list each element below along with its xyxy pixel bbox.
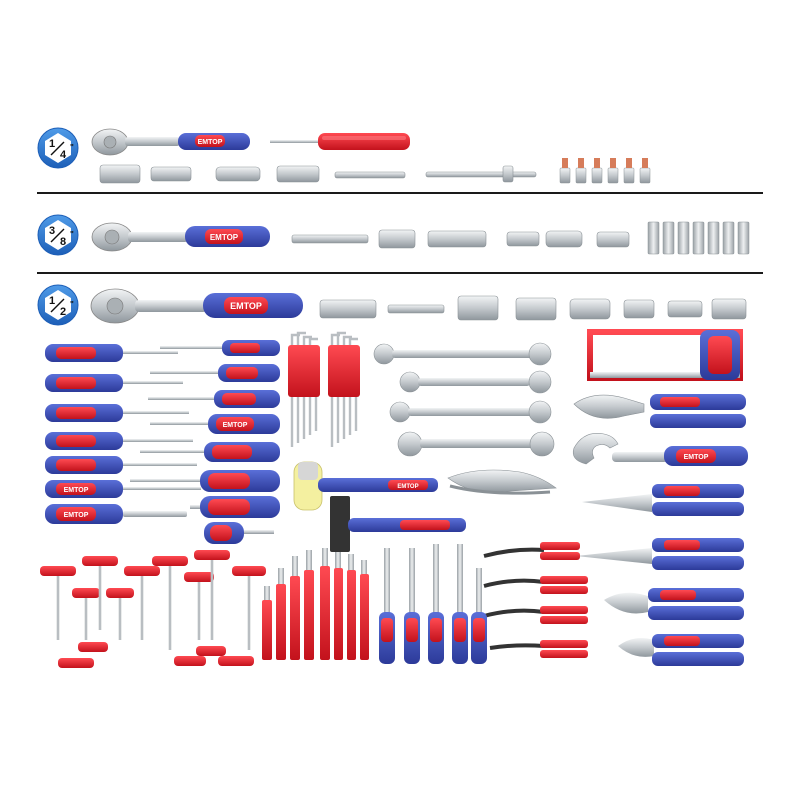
brand-mark: EMTOP	[230, 301, 262, 311]
badge-numerator: 3	[49, 225, 55, 237]
screwdriver-item: EMTOP	[150, 414, 280, 434]
badge-numerator: 1	[49, 295, 55, 307]
brand-mark: EMTOP	[684, 454, 709, 461]
circlip-pliers-item	[483, 542, 580, 560]
brand-mark: EMTOP	[223, 422, 248, 429]
bit-holders-quarter	[559, 158, 651, 184]
brand-mark: EMTOP	[210, 233, 239, 242]
file-item	[471, 568, 487, 664]
circlip-pliers-item	[483, 606, 588, 624]
badge-denominator: 4	[60, 149, 67, 161]
badge-denominator: 2	[60, 306, 66, 318]
file-item	[379, 548, 395, 664]
stubby-screwdriver	[204, 522, 274, 544]
bits-three-eighths	[647, 221, 750, 255]
circlip-pliers-set	[483, 542, 588, 658]
pliers-item	[618, 634, 744, 666]
brand-mark: EMTOP	[198, 139, 223, 146]
wrench-set	[373, 342, 555, 457]
badge-numerator: 1	[49, 138, 55, 150]
ratchet-quarter: EMTOP	[91, 128, 250, 156]
drive-size-badge-quarter: 1 4 "	[37, 127, 79, 169]
badge-unit: "	[70, 300, 74, 309]
sockets-quarter-row	[99, 164, 537, 184]
punch-chisel-set	[262, 548, 369, 660]
water-pump-pliers	[573, 394, 746, 428]
pliers-item	[604, 588, 744, 620]
chisel-hammer	[330, 496, 466, 552]
screwdriver-quarter	[270, 133, 410, 150]
circlip-pliers-item	[483, 576, 588, 594]
sockets-half-row	[319, 295, 747, 321]
ratchet-three-eighths: EMTOP	[91, 222, 270, 252]
screwdriver-item	[45, 404, 189, 422]
t-handle-hex-keys	[40, 550, 266, 668]
screwdriver-item	[130, 470, 280, 492]
pliers-set	[576, 484, 744, 666]
pliers-item	[582, 484, 744, 516]
pliers-item	[576, 538, 744, 570]
hex-key-set	[288, 331, 360, 447]
screwdriver-item	[45, 374, 183, 392]
screwdriver-item	[45, 432, 193, 450]
drive-size-badge-three-eighths: 3 8 "	[37, 214, 79, 256]
screwdrivers-group: EMTOP EMTOP EMTOP	[45, 340, 280, 544]
screwdriver-item: EMTOP	[45, 504, 187, 524]
screwdriver-item	[140, 442, 280, 462]
wrench-item	[389, 400, 552, 424]
wrench-item	[399, 370, 552, 394]
brand-mark: EMTOP	[64, 512, 89, 519]
hacksaw	[587, 329, 743, 381]
hammer: EMTOP	[293, 461, 438, 511]
circlip-pliers-item	[489, 640, 588, 658]
wrench-item	[373, 342, 552, 366]
badge-unit: "	[70, 230, 74, 239]
locking-pliers	[447, 469, 557, 495]
file-set	[379, 544, 487, 664]
drive-size-badge-half: 1 2 "	[37, 284, 79, 326]
badge-denominator: 8	[60, 236, 66, 248]
badge-unit: "	[70, 143, 74, 152]
screwdriver-item	[45, 344, 178, 362]
screwdriver-item	[190, 496, 280, 518]
ratchet-half: EMTOP	[90, 288, 303, 324]
brand-mark: EMTOP	[64, 487, 89, 494]
wrench-item	[397, 431, 555, 457]
screwdriver-item	[160, 340, 280, 356]
screwdriver-item: EMTOP	[45, 480, 201, 498]
file-item	[452, 544, 468, 664]
screwdriver-item	[150, 364, 280, 382]
screwdriver-item	[45, 456, 197, 474]
file-item	[404, 548, 420, 664]
file-item	[428, 544, 444, 664]
sockets-three-eighths-row	[291, 229, 630, 249]
brand-mark: EMTOP	[397, 484, 418, 490]
adjustable-wrench: EMTOP	[572, 433, 748, 466]
screwdriver-item	[148, 390, 280, 408]
